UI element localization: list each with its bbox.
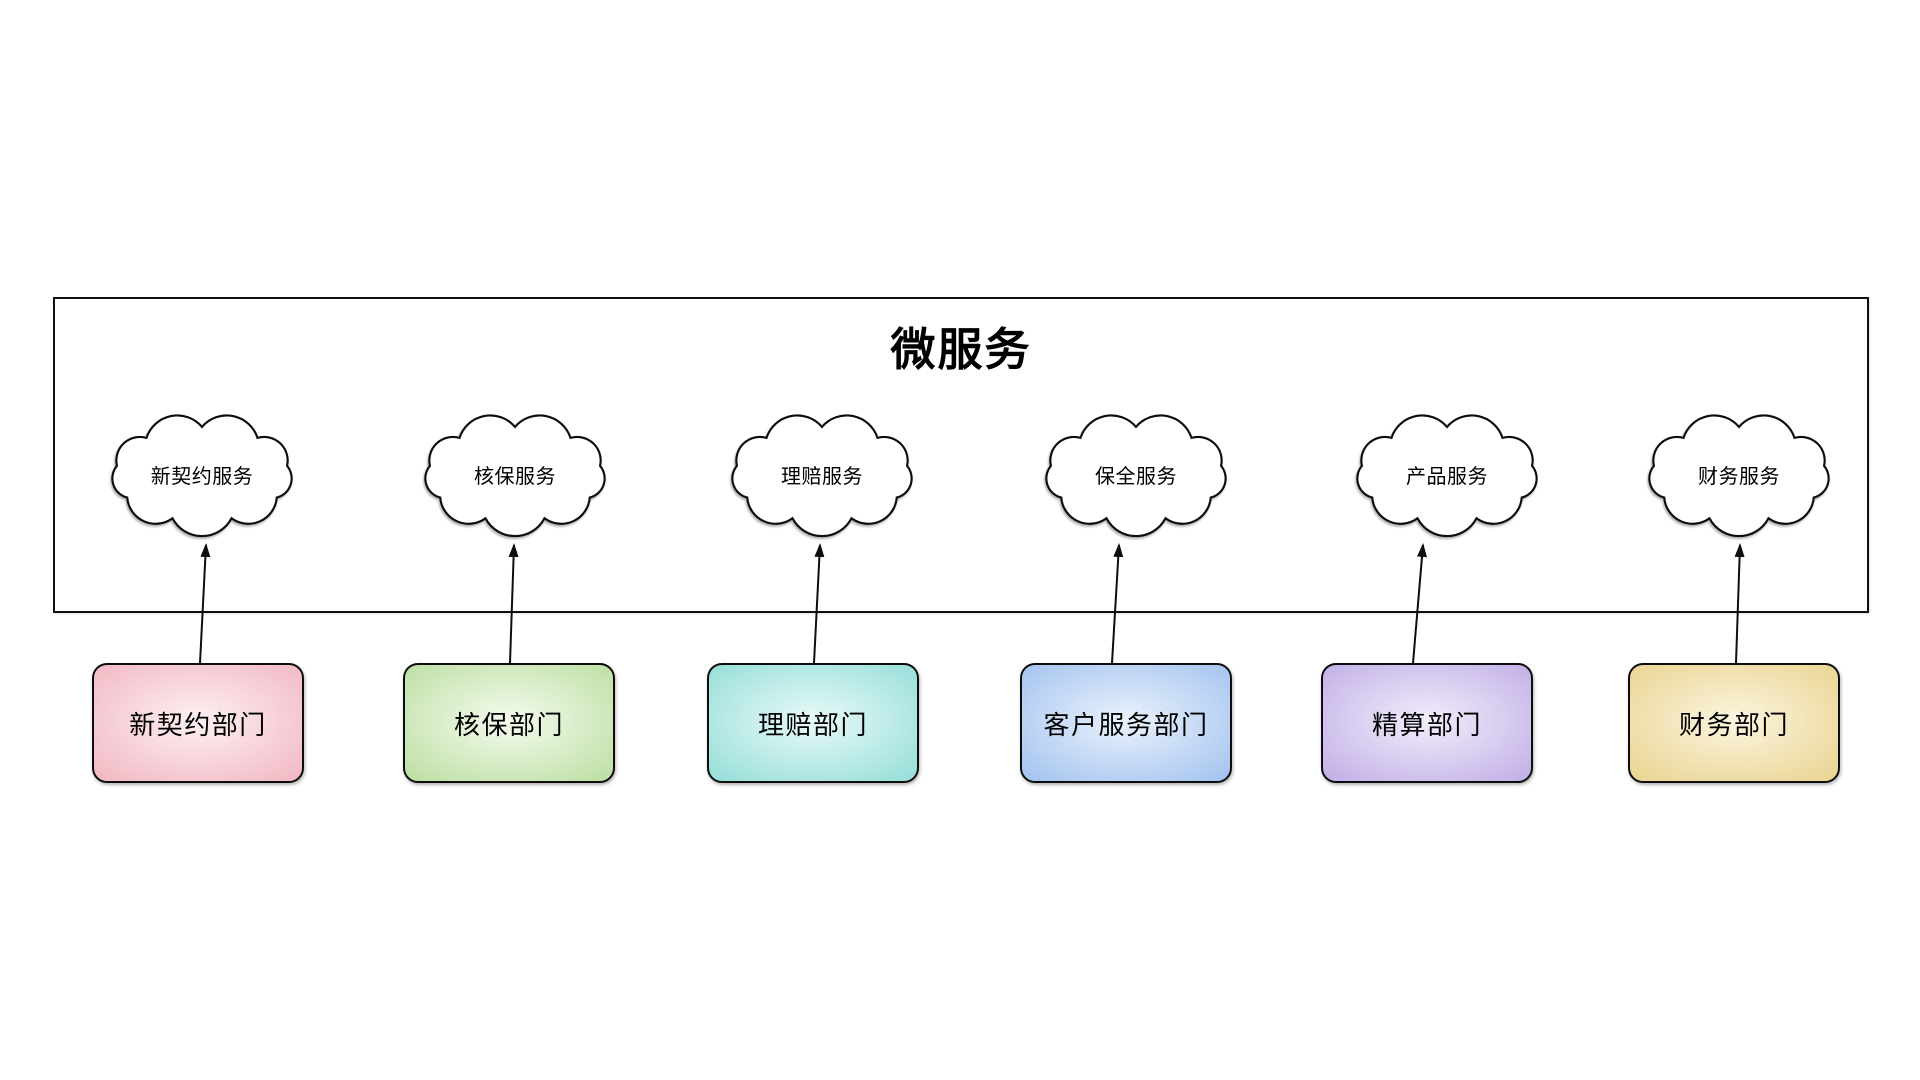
department-label: 核保部门 bbox=[453, 709, 564, 740]
department-node: 新契约部门 bbox=[92, 663, 304, 783]
cloud-icon bbox=[1648, 414, 1830, 538]
service-label: 新契约服务 bbox=[150, 465, 254, 488]
department-label: 客户服务部门 bbox=[1043, 709, 1209, 740]
department-node: 核保部门 bbox=[403, 663, 615, 783]
service-label: 核保服务 bbox=[474, 465, 556, 488]
department-label: 理赔部门 bbox=[757, 709, 868, 740]
department-label: 财务部门 bbox=[1678, 709, 1789, 740]
cloud-service-node: 产品服务 bbox=[1344, 408, 1550, 540]
cloud-icon bbox=[1045, 414, 1227, 538]
department-node: 理赔部门 bbox=[707, 663, 919, 783]
department-node: 精算部门 bbox=[1321, 663, 1533, 783]
cloud-icon bbox=[731, 414, 913, 538]
service-label: 保全服务 bbox=[1095, 465, 1177, 488]
department-node: 财务部门 bbox=[1628, 663, 1840, 783]
department-label: 新契约部门 bbox=[129, 709, 267, 740]
cloud-service-node: 核保服务 bbox=[412, 408, 618, 540]
cloud-icon bbox=[1356, 414, 1538, 538]
diagram-title: 微服务 bbox=[890, 324, 1032, 375]
service-label: 产品服务 bbox=[1406, 465, 1488, 488]
service-label: 财务服务 bbox=[1698, 465, 1780, 488]
microservices-container bbox=[53, 297, 1869, 613]
cloud-service-node: 理赔服务 bbox=[719, 408, 925, 540]
cloud-service-node: 财务服务 bbox=[1636, 408, 1842, 540]
department-node: 客户服务部门 bbox=[1020, 663, 1232, 783]
service-label: 理赔服务 bbox=[781, 465, 863, 488]
cloud-service-node: 新契约服务 bbox=[99, 408, 305, 540]
cloud-icon bbox=[424, 414, 606, 538]
cloud-icon bbox=[111, 414, 293, 538]
department-label: 精算部门 bbox=[1371, 709, 1482, 740]
cloud-service-node: 保全服务 bbox=[1033, 408, 1239, 540]
